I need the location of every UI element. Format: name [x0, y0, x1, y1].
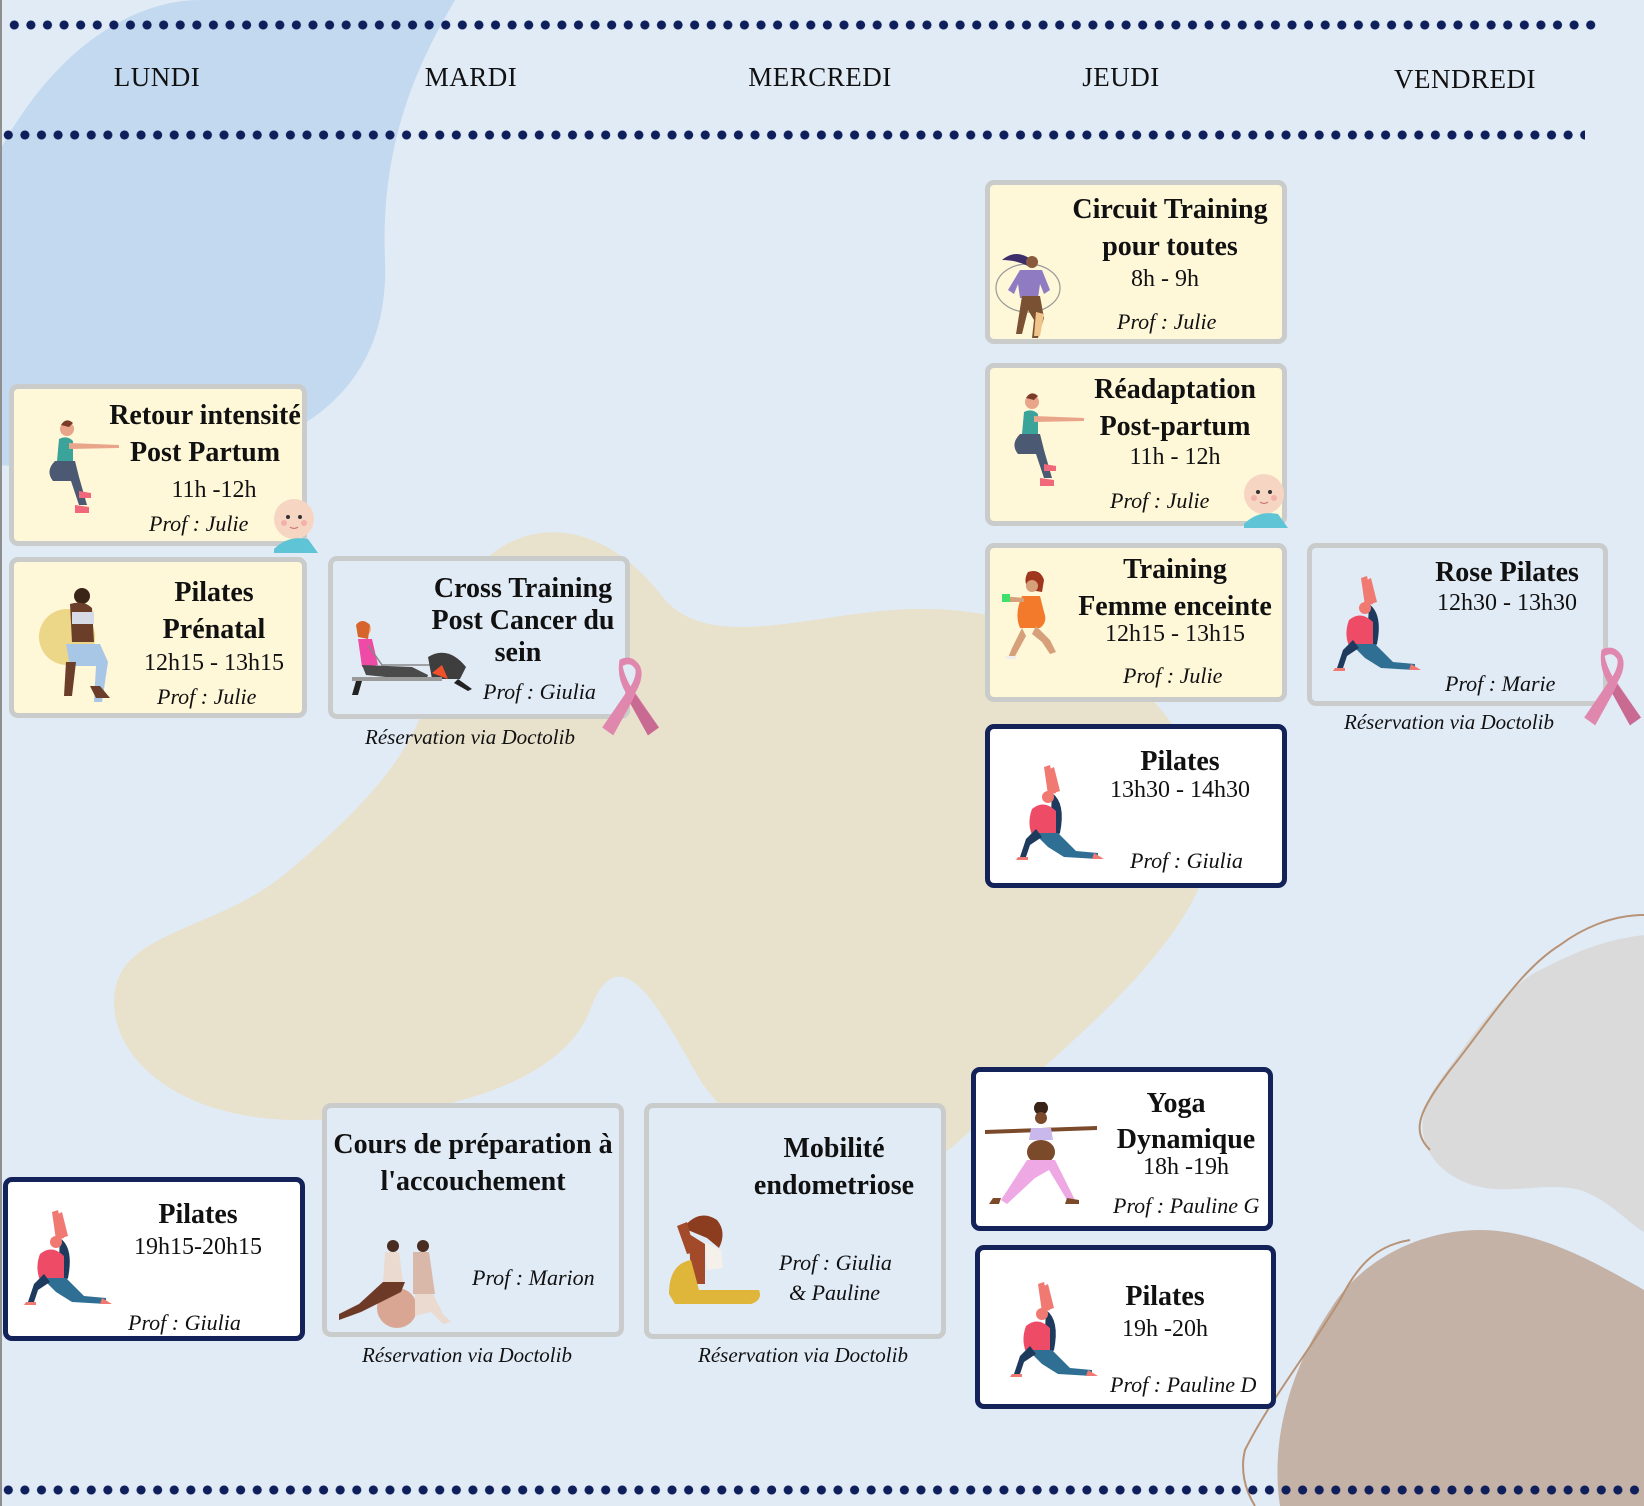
class-prof: Prof : Julie [1123, 663, 1223, 688]
class-card-circuit-training[interactable]: Circuit Training pour toutes 8h - 9h Pro… [985, 180, 1287, 344]
baby-icon [1243, 473, 1289, 528]
class-title: Prénatal [162, 614, 266, 645]
class-card-yoga-dynamique[interactable]: Yoga Dynamique 18h -19h Prof : Pauline G [971, 1067, 1273, 1231]
pregnant-lunge-woman-icon [1002, 571, 1056, 659]
class-title: Post Partum [129, 437, 281, 468]
class-prof: Prof : Marion [472, 1265, 595, 1290]
class-time: 8h - 9h [1131, 266, 1199, 292]
class-card-pilates-prenatal[interactable]: Pilates Prénatal 12h15 - 13h15 Prof : Ju… [9, 557, 307, 718]
pink-ribbon-icon [602, 657, 659, 736]
class-prof: Prof : Giulia [128, 1310, 241, 1335]
class-title: l'accouchement [380, 1166, 566, 1197]
class-title: Post Cancer du [431, 605, 615, 636]
day-header-mercredi: MERCREDI [748, 62, 892, 92]
baby-icon [273, 498, 319, 553]
class-title: Rose Pilates [1435, 557, 1579, 588]
yoga-lunge-woman-icon [24, 1210, 112, 1305]
top-dotted-divider [6, 20, 1596, 30]
class-prof: Prof : Giulia [483, 679, 596, 704]
class-title: Cours de préparation à [333, 1129, 613, 1160]
reservation-note[interactable]: Réservation via Doctolib [365, 725, 575, 749]
class-title: Dynamique [1116, 1124, 1256, 1155]
class-title: endometriose [753, 1170, 915, 1201]
bottom-dotted-divider [0, 1485, 1644, 1495]
king-pigeon-pose-icon [669, 1215, 760, 1304]
class-prof: Prof : Pauline G [1113, 1193, 1260, 1218]
class-title: Pilates [174, 577, 254, 608]
day-header-vendredi: VENDREDI [1394, 64, 1536, 94]
class-time: 19h15-20h15 [134, 1234, 262, 1260]
day-header-lundi: LUNDI [113, 62, 201, 92]
class-prof: Prof : Julie [1117, 309, 1217, 334]
warrior-pose-pregnant-icon [985, 1102, 1097, 1204]
class-prof: & Pauline [789, 1280, 881, 1305]
pink-ribbon-icon [1584, 647, 1641, 726]
beige-blob [113, 532, 1211, 1172]
class-time: 12h15 - 13h15 [144, 650, 284, 676]
class-prof: Prof : Julie [149, 511, 249, 536]
midwife-ball-icon [339, 1240, 451, 1328]
blue-blob [0, 0, 455, 472]
class-prof: Prof : Giulia [1130, 848, 1243, 873]
pregnant-ball-woman-icon [39, 588, 110, 702]
class-title: Pilates [158, 1199, 238, 1230]
class-card-pilates-lundi-soir[interactable]: Pilates 19h15-20h15 Prof : Giulia [3, 1177, 305, 1341]
class-time: 18h -19h [1143, 1154, 1229, 1180]
class-title: Mobilité [783, 1133, 885, 1164]
class-prof: Prof : Marie [1445, 671, 1556, 696]
left-edge-border [0, 0, 2, 1506]
class-time: 11h - 12h [1129, 444, 1221, 470]
class-card-retour-intensite[interactable]: Retour intensité Post Partum 11h -12h Pr… [9, 384, 307, 546]
class-title: Pilates [1125, 1281, 1205, 1312]
class-time: 19h -20h [1122, 1316, 1208, 1342]
class-title: Training [1123, 554, 1227, 585]
class-time: 13h30 - 14h30 [1110, 777, 1250, 803]
reservation-note[interactable]: Réservation via Doctolib [1344, 710, 1554, 734]
class-card-cross-training[interactable]: Cross Training Post Cancer du sein Prof … [328, 556, 630, 719]
class-title: Femme enceinte [1078, 591, 1272, 622]
class-title: Post-partum [1099, 411, 1251, 442]
class-title: pour toutes [1102, 231, 1238, 262]
class-card-mobilite-endometriose[interactable]: Mobilité endometriose Prof : Giulia & Pa… [644, 1103, 946, 1339]
class-title: Réadaptation [1094, 374, 1256, 405]
class-title: Circuit Training [1072, 194, 1268, 225]
gray-blob-outline [1418, 914, 1644, 1151]
class-prof: Prof : Pauline D [1110, 1372, 1257, 1397]
class-card-training-femme-enceinte[interactable]: Training Femme enceinte 12h15 - 13h15 Pr… [985, 543, 1287, 702]
jump-rope-woman-icon [995, 254, 1061, 338]
class-time: 11h -12h [171, 477, 257, 503]
class-prof: Prof : Giulia [779, 1250, 892, 1275]
reservation-note[interactable]: Réservation via Doctolib [362, 1343, 572, 1367]
class-card-pilates-jeudi[interactable]: Pilates 13h30 - 14h30 Prof : Giulia [985, 724, 1287, 888]
class-time: 12h15 - 13h15 [1105, 621, 1245, 647]
header-dotted-divider [0, 130, 1585, 140]
class-prof: Prof : Julie [157, 684, 257, 709]
class-prof: Prof : Julie [1110, 488, 1210, 513]
taupe-blob [1277, 1230, 1644, 1506]
gray-blob [1422, 935, 1644, 1232]
day-header-jeudi: JEUDI [1082, 62, 1160, 92]
rowing-machine-icon [352, 621, 472, 695]
class-card-readaptation-post-partum[interactable]: Réadaptation Post-partum 11h - 12h Prof … [985, 363, 1287, 526]
class-card-rose-pilates[interactable]: Rose Pilates 12h30 - 13h30 Prof : Marie [1307, 543, 1608, 706]
reservation-note[interactable]: Réservation via Doctolib [698, 1343, 908, 1367]
class-card-preparation-accouchement[interactable]: Cours de préparation à l'accouchement Pr… [322, 1103, 624, 1337]
taupe-blob-outline [1242, 1239, 1411, 1506]
day-header-mardi: MARDI [424, 62, 518, 92]
class-title: sein [494, 637, 542, 668]
class-title: Yoga [1146, 1088, 1206, 1119]
class-title: Retour intensité [109, 400, 301, 431]
class-title: Pilates [1140, 746, 1220, 777]
class-card-pilates-jeudi-soir[interactable]: Pilates 19h -20h Prof : Pauline D [975, 1245, 1276, 1409]
class-title: Cross Training [433, 573, 613, 604]
yoga-lunge-woman-icon [1016, 765, 1104, 860]
class-time: 12h30 - 13h30 [1437, 590, 1577, 616]
